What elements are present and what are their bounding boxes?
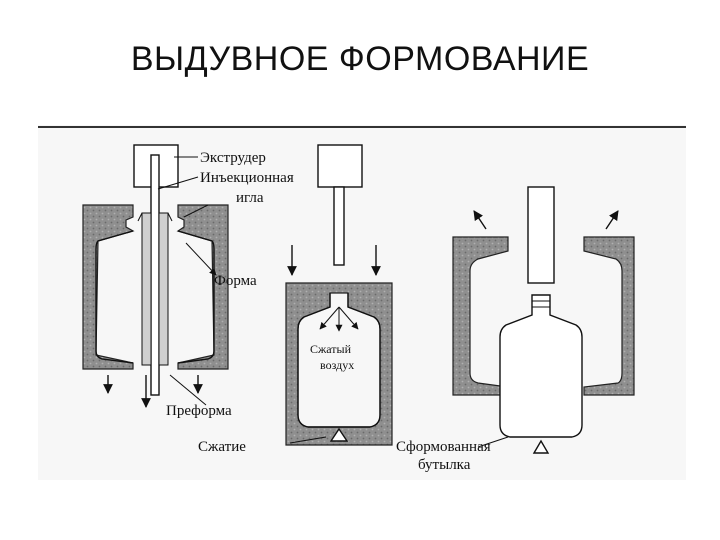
compression-arrow — [329, 427, 349, 442]
injection-needle-1 — [150, 154, 160, 396]
label-bottle-line-2: бутылка — [418, 457, 471, 473]
mold-cavity-1b — [177, 230, 215, 364]
compression-leader — [289, 436, 327, 444]
preform-leader — [169, 374, 207, 406]
label-preform: Преформа — [166, 403, 232, 419]
label-extruder: Экструдер — [200, 150, 266, 166]
blow-pin-3 — [527, 186, 555, 284]
stage-2-blowing — [285, 144, 393, 446]
label-compression: Сжатие — [198, 439, 246, 455]
stage-1-injection — [82, 144, 229, 408]
open-arrow-right — [605, 210, 619, 230]
slide-title: ВЫДУВНОЕ ФОРМОВАНИЕ — [130, 40, 590, 78]
needle-leader — [157, 176, 199, 190]
blow-pin-2 — [333, 186, 345, 266]
label-mold: Форма — [214, 273, 257, 289]
mold-right-half-1 — [176, 204, 229, 370]
mold-left-half-3 — [452, 236, 509, 396]
mold-leader — [185, 242, 217, 276]
air-arrow-right — [338, 306, 359, 330]
blow-molding-diagram: Экструдер Инъекционная игла Форма Сжатый… — [38, 125, 686, 480]
eject-arrow — [532, 439, 550, 454]
stage-3-ejection — [452, 186, 635, 454]
label-air-line-2: воздух — [320, 358, 354, 372]
label-needle-line-2: игла — [236, 190, 264, 206]
label-bottle-line-1: Сформованная — [396, 439, 491, 455]
needle-leader-2 — [183, 204, 209, 218]
bottle-in-mold-2 — [297, 293, 381, 428]
preform-neck-1 — [137, 212, 173, 222]
extruder-body-2 — [317, 144, 363, 188]
mold-cavity-1 — [95, 230, 134, 364]
mold-right-half-3 — [583, 236, 635, 396]
label-needle-line-1: Инъекционная — [200, 170, 294, 186]
finished-bottle — [499, 294, 583, 438]
label-air-line-1: Сжатый — [310, 342, 352, 356]
bottle-leader — [477, 436, 509, 448]
air-arrow-left — [319, 306, 340, 330]
preform-1 — [141, 212, 169, 366]
open-arrow-left — [473, 210, 487, 230]
bottle-thread — [532, 300, 550, 308]
